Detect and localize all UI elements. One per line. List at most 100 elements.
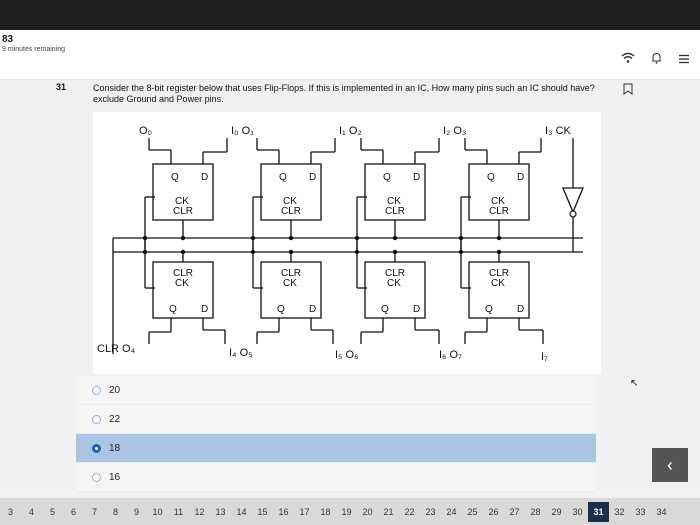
top-label-i3-ck: I₃ CK [545,125,572,137]
option-18[interactable]: 18 [76,434,596,463]
question-number: 31 [56,82,67,92]
page-20[interactable]: 20 [362,506,373,517]
page-30[interactable]: 30 [572,506,583,517]
option-label: 22 [109,413,121,425]
page-29[interactable]: 29 [551,506,562,517]
bottom-label-i4-o5: I₄ O₅ [229,347,253,359]
radio-button[interactable] [92,472,101,482]
radio-button[interactable] [92,385,101,395]
page-27[interactable]: 27 [509,506,520,517]
ff-q-label: Q [485,304,493,315]
page-23[interactable]: 23 [425,506,436,517]
page-25[interactable]: 25 [467,506,478,517]
ff-ck-label: CK [387,196,401,207]
top-label-i2-o3: I₂ O₃ [443,125,466,137]
question-text: Consider the 8-bit register below that u… [93,83,595,104]
page-10[interactable]: 10 [152,506,163,517]
option-label: 16 [109,471,121,483]
register-circuit: Q D CK CLR Q D CK CLR Q D CK CLR Q D CK … [97,125,584,363]
time-remaining: 9 minutes remaining [2,46,66,53]
page-12[interactable]: 12 [194,506,205,517]
option-label: 20 [109,384,121,396]
option-16[interactable]: 16 [76,463,596,492]
ff-d-label: D [201,304,208,315]
ff-clr-label: CLR [489,268,509,279]
answer-options: 20 22 18 16 [76,376,596,492]
page-7[interactable]: 7 [91,506,97,517]
page-4[interactable]: 4 [28,506,34,517]
bottom-label-i5-o6: I₅ O₆ [335,349,359,361]
ff-d-label: D [413,172,420,183]
flag-icon[interactable] [622,82,634,95]
page-6[interactable]: 6 [70,506,76,517]
ff-ck-label: CK [491,278,505,289]
page-33[interactable]: 33 [635,506,646,517]
ff-q-label: Q [381,304,389,315]
page-24[interactable]: 24 [446,506,457,517]
ff-q-label: Q [171,172,179,183]
bottom-label-i7: I₇ [541,351,548,363]
ff-d-label: D [201,172,208,183]
page-16[interactable]: 16 [278,506,289,517]
ff-q-label: Q [383,172,391,183]
option-20[interactable]: 20 [76,376,596,405]
top-label-i1-o2: I₁ O₂ [339,125,362,137]
page-3[interactable]: 3 [7,506,13,517]
top-label-i0-o1: I₀ O₁ [231,125,254,137]
option-label: 18 [109,442,121,454]
question-count: 83 [2,34,14,45]
ff-d-label: D [309,172,316,183]
register-diagram: Q D CK CLR Q D CK CLR Q D CK CLR Q D CK … [93,112,601,374]
ff-ck-label: CK [387,278,401,289]
page-32[interactable]: 32 [614,506,625,517]
page-21[interactable]: 21 [383,506,394,517]
ff-ck-label: CK [175,278,189,289]
ff-d-label: D [413,304,420,315]
page-13[interactable]: 13 [215,506,226,517]
ff-clr-label: CLR [173,268,193,279]
ff-d-label: D [517,304,524,315]
ff-ck-label: CK [175,196,189,207]
page-8[interactable]: 8 [112,506,118,517]
ff-ck-label: CK [283,196,297,207]
page-28[interactable]: 28 [530,506,541,517]
option-22[interactable]: 22 [76,405,596,434]
ff-clr-label: CLR [385,206,405,217]
ff-q-label: Q [279,172,287,183]
ff-d-label: D [309,304,316,315]
page-14[interactable]: 14 [236,506,247,517]
bell-icon[interactable] [651,52,662,67]
radio-button[interactable] [92,414,101,424]
ff-q-label: Q [487,172,495,183]
ff-clr-label: CLR [173,206,193,217]
page-19[interactable]: 19 [341,506,352,517]
ff-clr-label: CLR [489,206,509,217]
page-17[interactable]: 17 [299,506,310,517]
back-button[interactable]: ‹ [652,448,688,482]
page-15[interactable]: 15 [257,506,268,517]
chevron-left-icon: ‹ [667,454,673,475]
bottom-label-i6-o7: I₆ O₇ [439,349,462,361]
page-22[interactable]: 22 [404,506,415,517]
page-11[interactable]: 11 [173,506,184,517]
status-icons [621,52,690,67]
bottom-label-clr-o4: CLR O₄ [97,343,136,355]
page-34[interactable]: 34 [656,506,667,517]
wifi-icon [621,52,635,67]
ff-ck-label: CK [491,196,505,207]
ff-clr-label: CLR [385,268,405,279]
page-9[interactable]: 9 [133,506,139,517]
menu-icon[interactable] [678,53,690,67]
mouse-cursor-icon: ↖ [630,378,639,389]
page-31[interactable]: 31 [588,501,609,522]
top-bar: 83 9 minutes remaining [0,0,700,80]
page-26[interactable]: 26 [488,506,499,517]
ff-q-label: Q [277,304,285,315]
radio-button[interactable] [92,443,101,453]
ff-d-label: D [517,172,524,183]
page-5[interactable]: 5 [49,506,55,517]
page-18[interactable]: 18 [320,506,331,517]
ff-q-label: Q [169,304,177,315]
